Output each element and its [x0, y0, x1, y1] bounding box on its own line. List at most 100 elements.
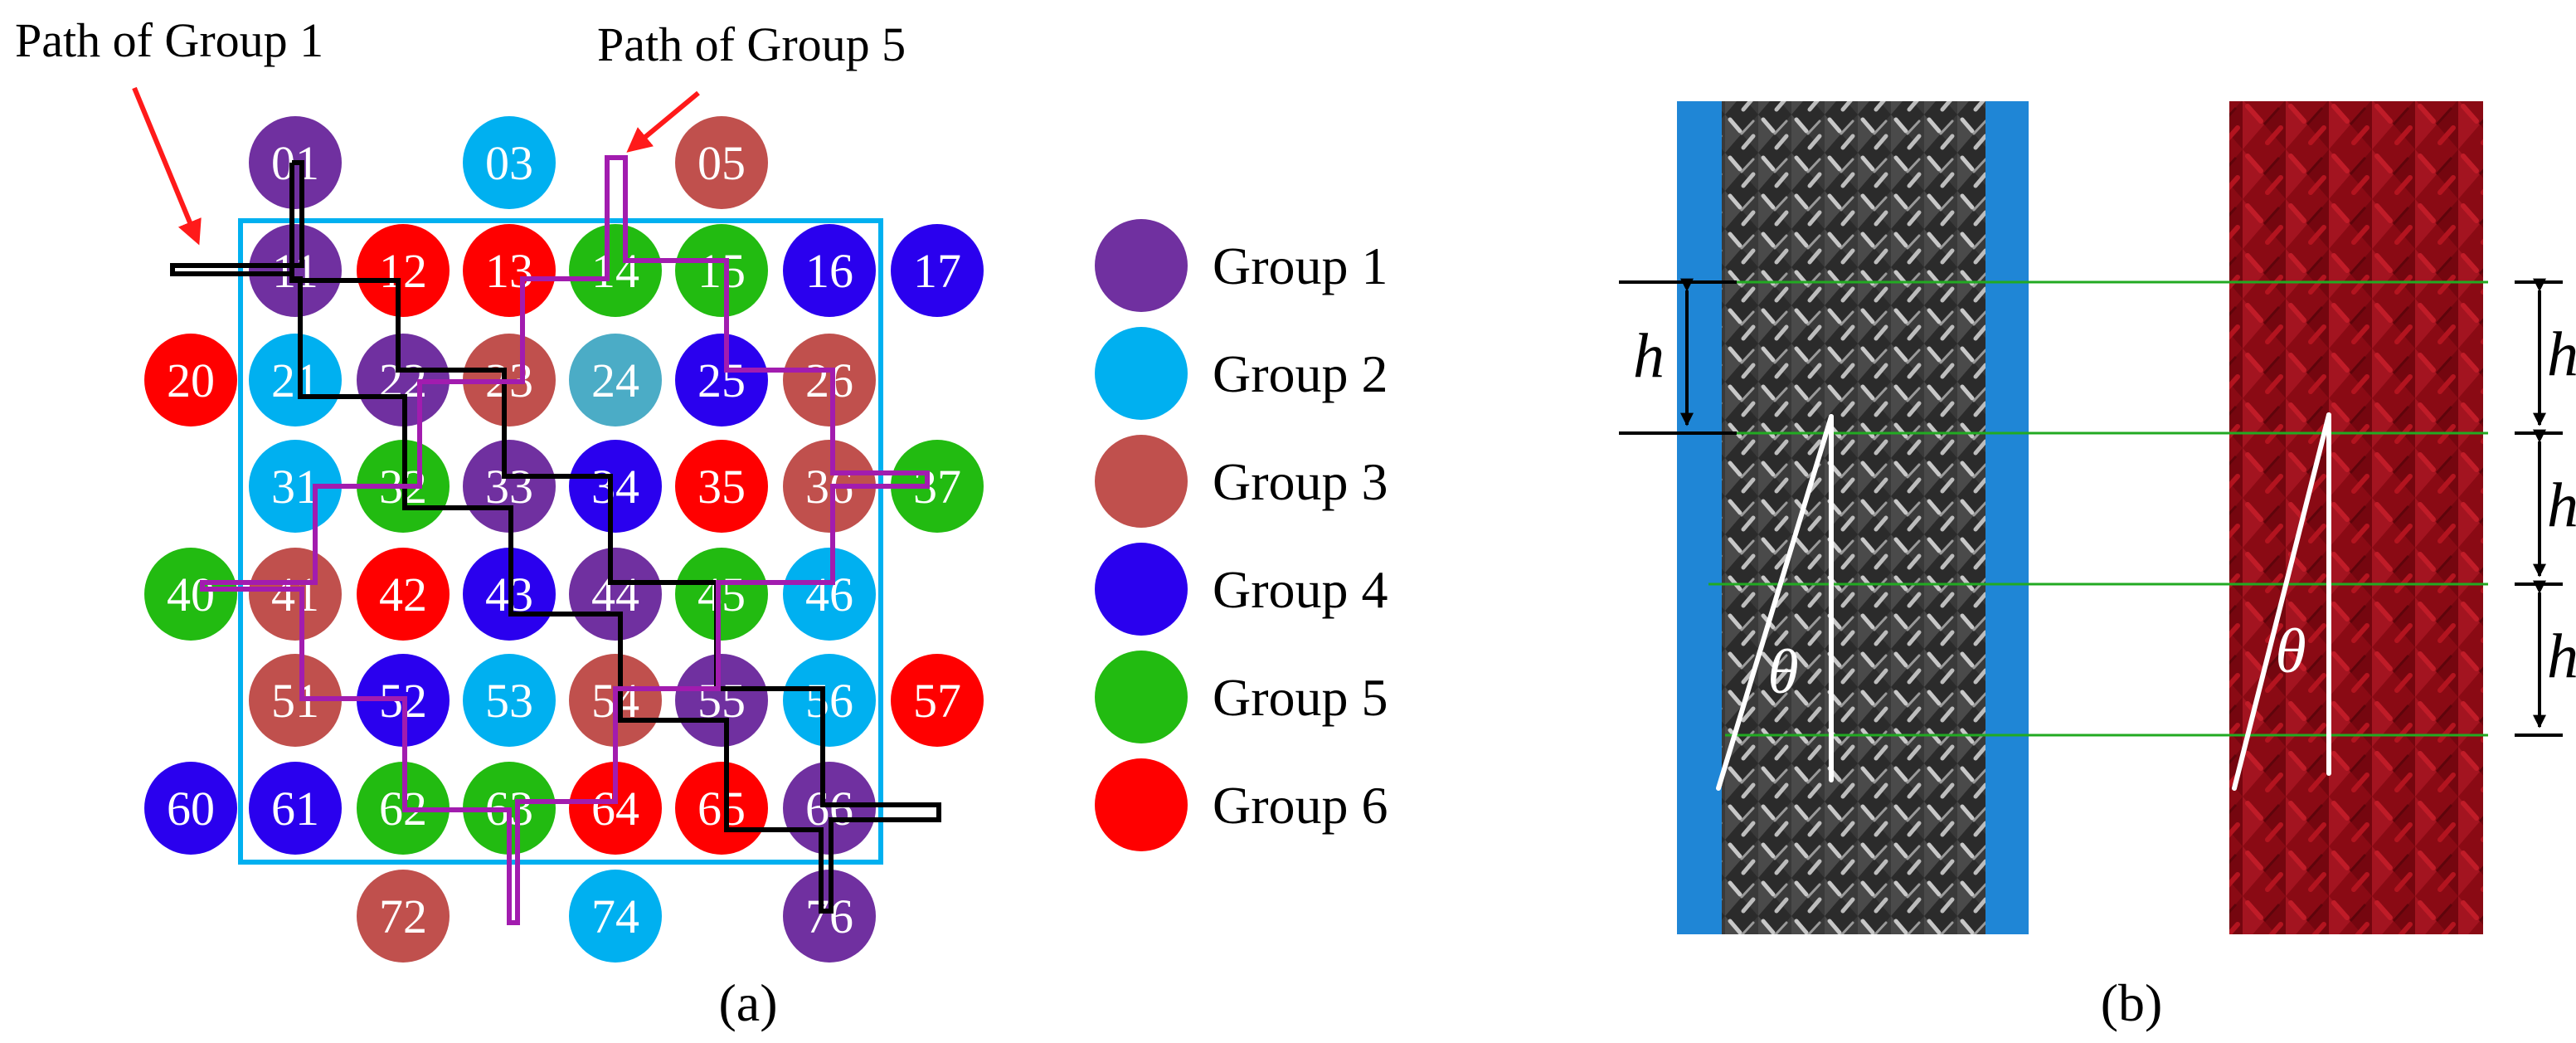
- pitch-label-photo: h: [1633, 321, 1665, 391]
- carrier-node-17: 17: [891, 224, 984, 317]
- carrier-node-circle: [783, 440, 876, 533]
- carrier-node-57: 57: [891, 654, 984, 747]
- pitch-label-model-1: h: [2547, 319, 2576, 389]
- carrier-node-label: 72: [379, 889, 427, 943]
- carrier-node-label: 13: [485, 244, 533, 298]
- carrier-node-35: 35: [675, 440, 768, 533]
- carrier-node-label: 42: [379, 568, 427, 621]
- legend-swatch-5: [1095, 651, 1188, 743]
- carrier-node-circle: [891, 440, 984, 533]
- carrier-node-31: 31: [249, 440, 342, 533]
- arrow-path-group5: [626, 90, 700, 153]
- carrier-node-circle: [569, 548, 662, 641]
- carrier-node-circle: [249, 224, 342, 317]
- carrier-node-label: 03: [485, 136, 533, 190]
- carrier-node-label: 20: [167, 353, 215, 407]
- carrier-node-53: 53: [463, 654, 556, 747]
- carrier-node-circle: [249, 654, 342, 747]
- carrier-node-45: 45: [675, 548, 768, 641]
- carrier-node-circle: [675, 334, 768, 426]
- carrier-node-label: 33: [485, 460, 533, 514]
- carrier-node-label: 46: [805, 568, 853, 621]
- carrier-node-21: 21: [249, 334, 342, 426]
- carrier-node-circle: [144, 548, 237, 641]
- braid-angle-lines: [1716, 412, 2331, 791]
- carrier-node-26: 26: [783, 334, 876, 426]
- carrier-node-74: 74: [569, 870, 662, 963]
- carrier-node-41: 41: [249, 548, 342, 641]
- carrier-node-circle: [463, 654, 556, 747]
- carrier-node-circle: [569, 440, 662, 533]
- carrier-node-05: 05: [675, 116, 768, 209]
- carrier-node-label: 11: [272, 244, 318, 298]
- carrier-node-46: 46: [783, 548, 876, 641]
- pitch-dimension-model: [2515, 278, 2563, 737]
- carrier-node-40: 40: [144, 548, 237, 641]
- braid-photo: [1722, 101, 1985, 934]
- carrier-node-circle: [569, 224, 662, 317]
- carrier-node-label: 60: [167, 782, 215, 836]
- carrier-node-15: 15: [675, 224, 768, 317]
- carrier-node-circle: [569, 870, 662, 963]
- carrier-node-72: 72: [357, 870, 450, 963]
- legend-label-1: Group 1: [1213, 236, 1388, 295]
- carrier-node-circle: [357, 548, 450, 641]
- carrier-node-42: 42: [357, 548, 450, 641]
- legend-swatch-3: [1095, 435, 1188, 528]
- carrier-node-circle: [783, 870, 876, 963]
- carrier-node-label: 21: [271, 353, 319, 407]
- carrier-node-circle: [675, 548, 768, 641]
- carrier-node-label: 34: [591, 460, 639, 514]
- carrier-node-label: 05: [697, 136, 746, 190]
- path-group5: [200, 155, 930, 925]
- carrier-node-12: 12: [357, 224, 450, 317]
- carrier-node-label: 41: [271, 568, 319, 621]
- legend-label-2: Group 2: [1213, 344, 1388, 403]
- carrier-node-03: 03: [463, 116, 556, 209]
- carrier-node-20: 20: [144, 334, 237, 426]
- carrier-node-label: 31: [271, 460, 319, 514]
- carrier-node-label: 53: [485, 674, 533, 728]
- carrier-node-37: 37: [891, 440, 984, 533]
- carrier-node-label: 61: [271, 782, 319, 836]
- carrier-node-circle: [675, 440, 768, 533]
- carrier-node-circle: [891, 654, 984, 747]
- carrier-node-label: 24: [591, 353, 639, 407]
- pitch-dimension-photo: [1619, 278, 1737, 435]
- legend-swatch-6: [1095, 758, 1188, 851]
- carrier-frame: [238, 218, 883, 865]
- carrier-node-label: 74: [591, 889, 639, 943]
- carrier-node-label: 16: [805, 244, 853, 298]
- annotation-path-group1: Path of Group 1: [15, 13, 323, 67]
- carrier-node-circle: [357, 334, 450, 426]
- carrier-node-label: 12: [379, 244, 427, 298]
- legend-label-3: Group 3: [1213, 452, 1388, 511]
- carrier-node-61: 61: [249, 762, 342, 855]
- carrier-node-13: 13: [463, 224, 556, 317]
- legend-swatch-1: [1095, 219, 1188, 312]
- carrier-node-circle: [463, 224, 556, 317]
- legend-swatch-4: [1095, 543, 1188, 636]
- yarn-paths: [170, 155, 941, 925]
- caption-a: (a): [718, 973, 777, 1032]
- carrier-node-circle: [144, 334, 237, 426]
- carrier-node-circle: [357, 224, 450, 317]
- carrier-node-16: 16: [783, 224, 876, 317]
- carrier-node-label: 40: [167, 568, 215, 621]
- carrier-node-11: 11: [249, 224, 342, 317]
- pitch-label-model-2: h: [2547, 470, 2576, 540]
- angle-label-photo: θ: [1767, 637, 1798, 707]
- legend-label-5: Group 5: [1213, 668, 1388, 727]
- carrier-node-circle: [783, 334, 876, 426]
- carrier-node-circle: [675, 654, 768, 747]
- carrier-node-circle: [569, 762, 662, 855]
- carrier-node-circle: [569, 334, 662, 426]
- legend-swatch-2: [1095, 327, 1188, 420]
- carrier-node-circle: [463, 116, 556, 209]
- carrier-node-circle: [249, 334, 342, 426]
- carrier-node-label: 17: [913, 244, 961, 298]
- carrier-node-label: 14: [591, 244, 639, 298]
